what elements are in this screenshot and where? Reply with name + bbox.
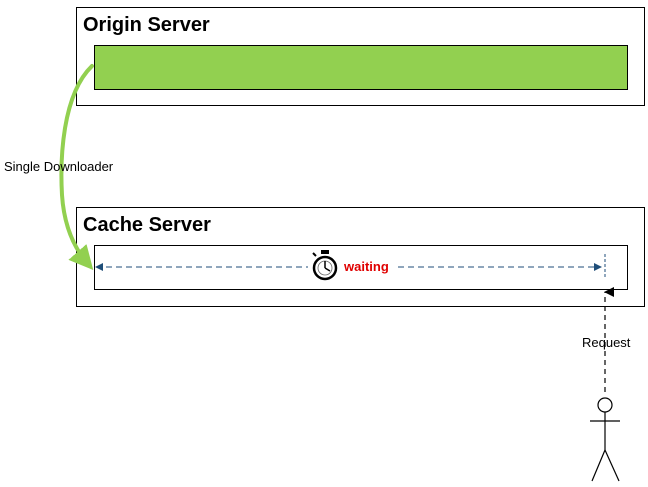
stick-figure-user-icon xyxy=(590,397,620,482)
cache-server-box: Cache Server xyxy=(76,207,645,307)
downloader-label: Single Downloader xyxy=(4,159,114,174)
stopwatch-icon xyxy=(312,250,338,281)
waiting-status-label: waiting xyxy=(343,259,390,274)
downloader-arrow xyxy=(59,64,94,271)
request-label: Request xyxy=(582,335,631,350)
origin-server-title: Origin Server xyxy=(83,14,210,36)
origin-server-box: Origin Server xyxy=(76,7,645,106)
cache-server-title: Cache Server xyxy=(83,214,211,236)
origin-content-bar xyxy=(94,45,628,90)
